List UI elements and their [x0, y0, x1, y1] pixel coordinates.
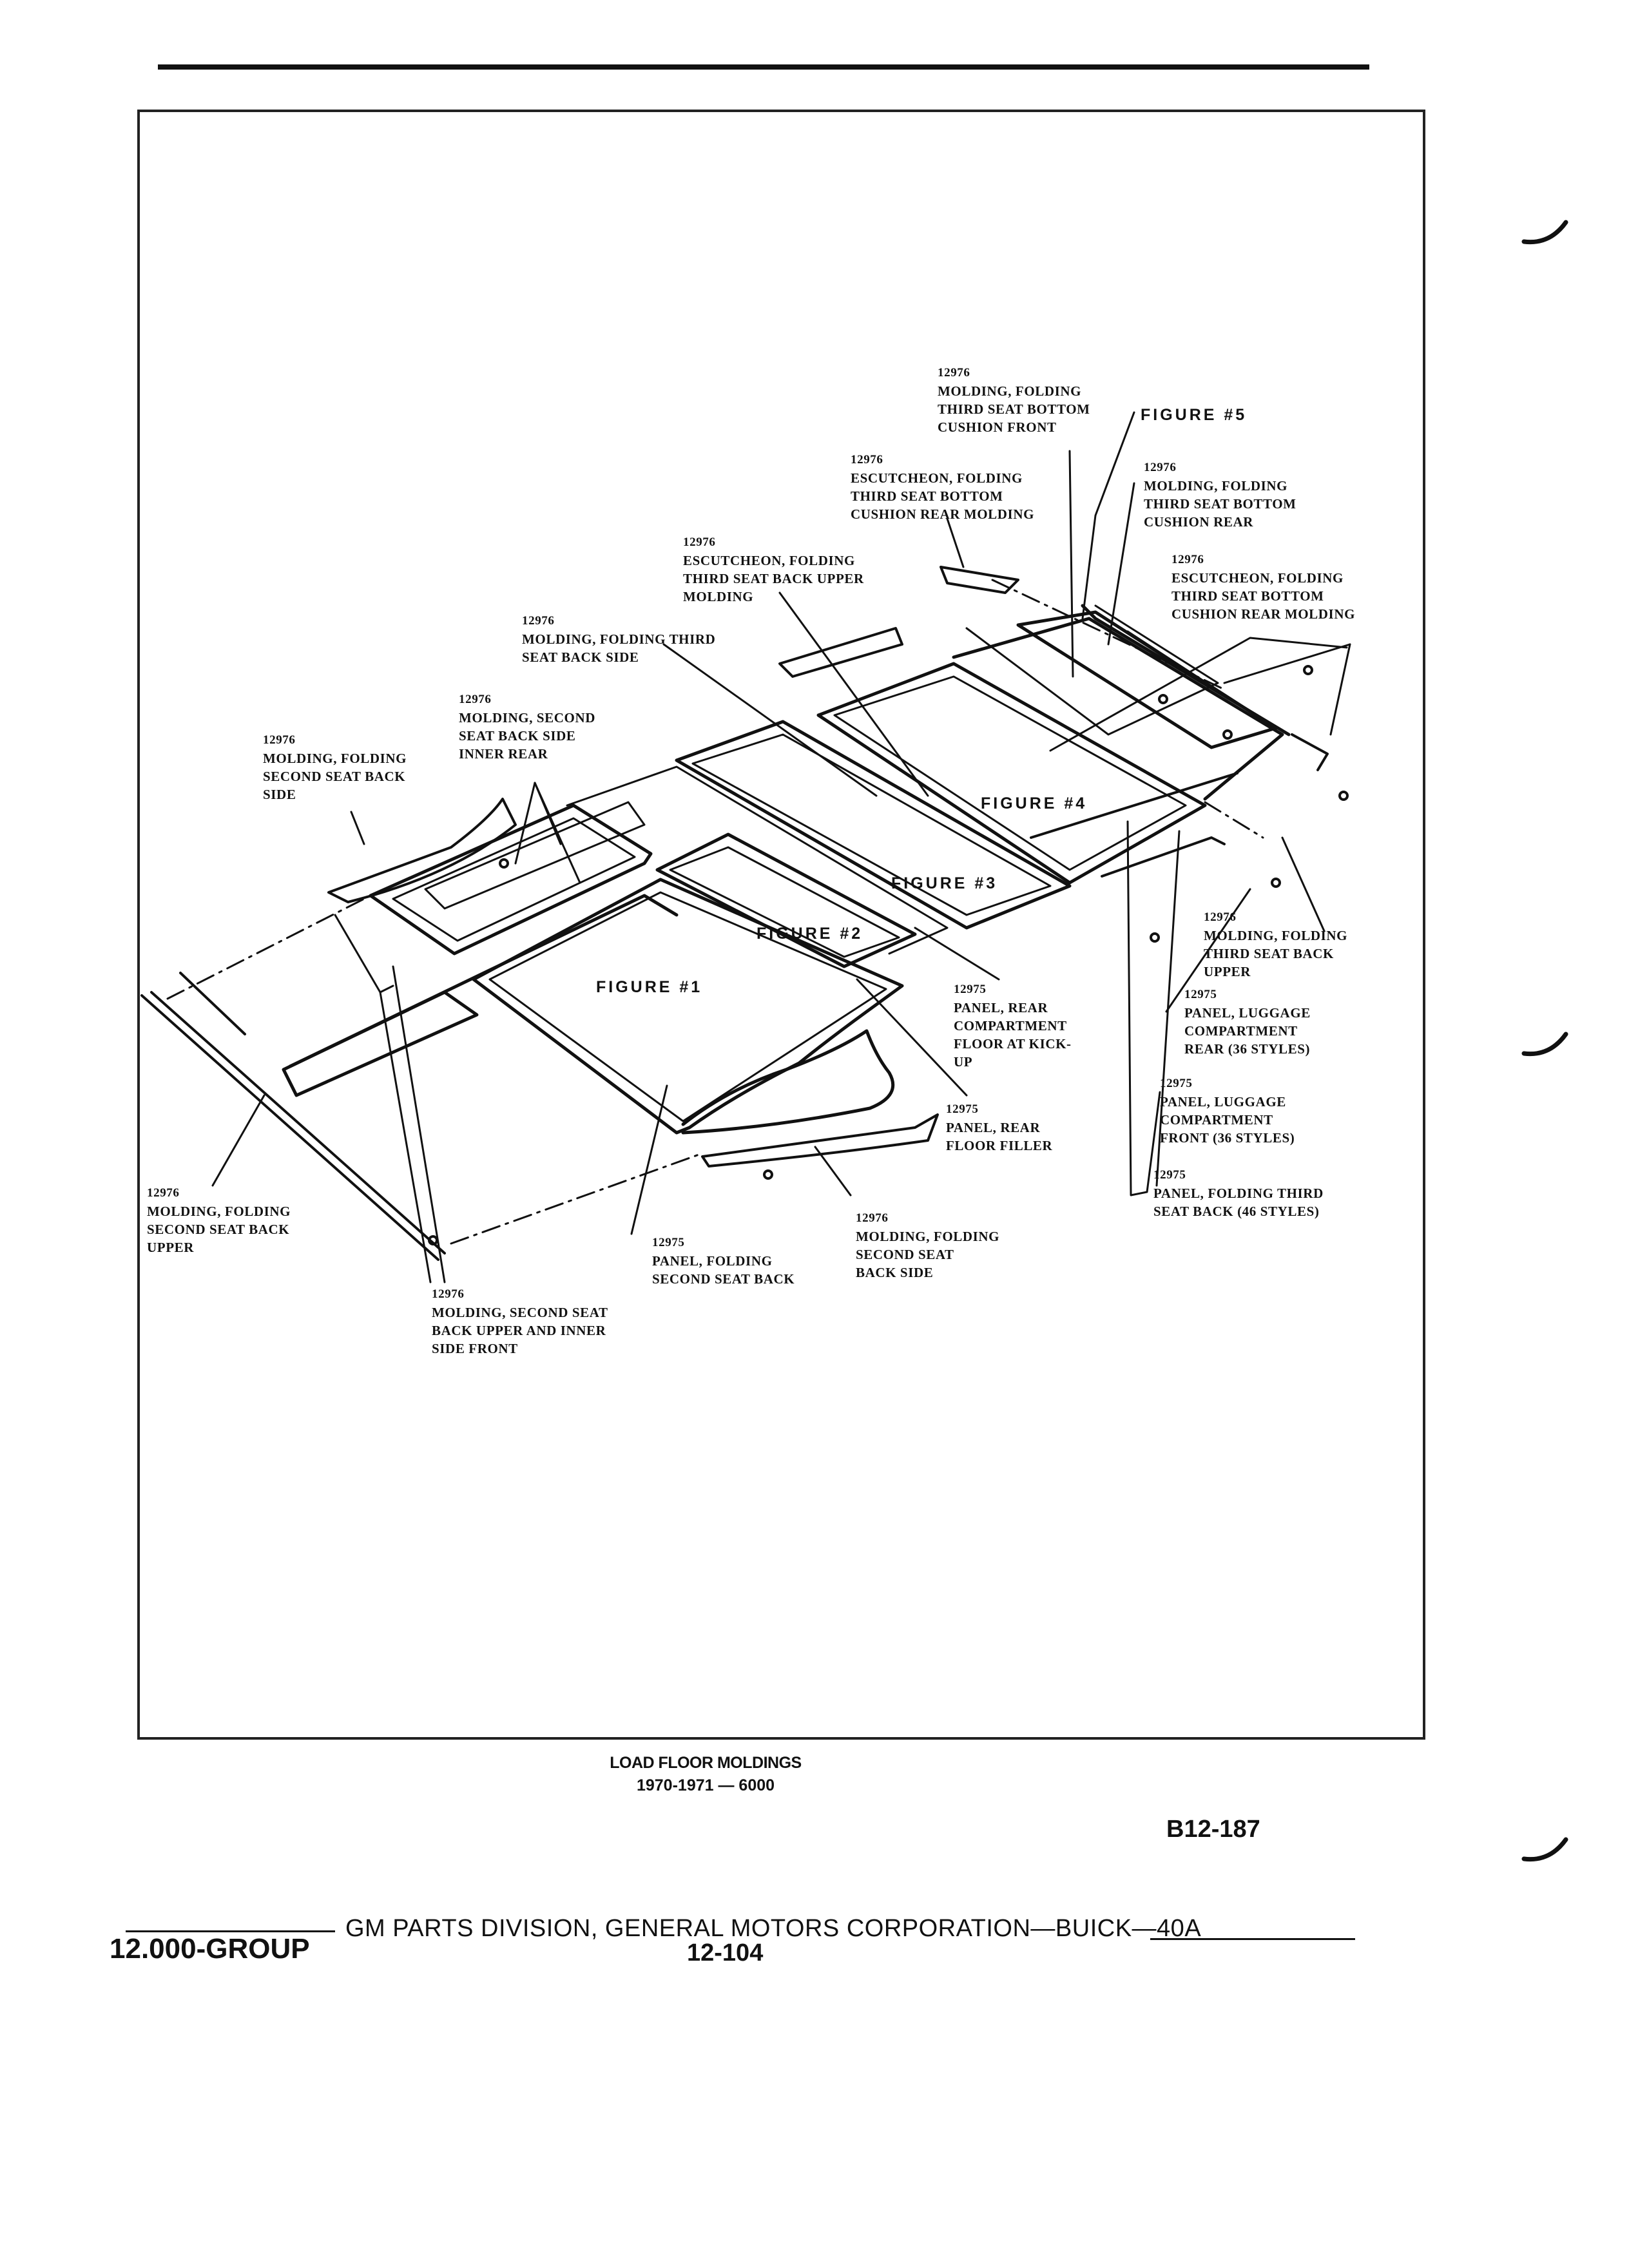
caption-title: LOAD FLOOR MOLDINGS — [610, 1754, 802, 1772]
figure-4-label: FIGURE #4 — [981, 794, 1088, 812]
panel-second-seat-left — [282, 801, 679, 1097]
binder-mark-icon — [1521, 1837, 1568, 1862]
leader-lines — [211, 411, 1351, 1283]
assembly-lines — [166, 579, 1264, 1245]
panel-figure-4 — [816, 617, 1284, 885]
diagram-frame — [137, 110, 1425, 1740]
panel-figure-1 — [472, 878, 904, 1135]
top-rule — [158, 64, 1369, 70]
footer-group: 12.000-GROUP — [110, 1933, 310, 1965]
figure-2-label: FIGURE #2 — [757, 925, 863, 943]
screws — [428, 665, 1349, 1245]
footer-rule-right — [1150, 1938, 1355, 1940]
figure-5-label: FIGURE #5 — [1141, 406, 1248, 424]
panel-figure-2 — [655, 832, 917, 968]
figure-1-label: FIGURE #1 — [596, 978, 703, 996]
binder-mark-icon — [1521, 1032, 1568, 1057]
binder-mark-icon — [1521, 220, 1568, 245]
footer-rule-left — [126, 1930, 335, 1932]
footer-publisher: GM PARTS DIVISION, GENERAL MOTORS CORPOR… — [345, 1915, 1202, 1942]
page-code: B12-187 — [1166, 1816, 1260, 1843]
moldings-strips — [140, 566, 1329, 1261]
footer-page-number: 12-104 — [687, 1939, 764, 1966]
caption-years: 1970-1971 — 6000 — [636, 1776, 775, 1794]
figure-3-label: FIGURE #3 — [891, 874, 998, 892]
panel-figure-3 — [566, 720, 1072, 955]
